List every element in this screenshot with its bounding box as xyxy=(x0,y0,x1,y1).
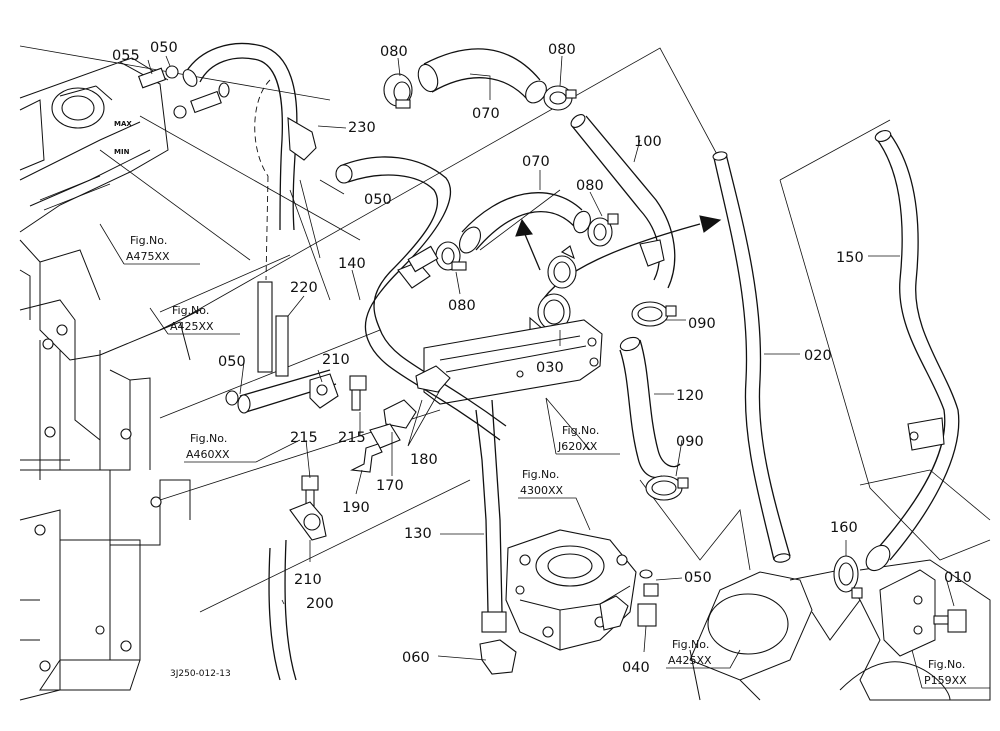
figure-ref-a425-upper: Fig.No. A425XX xyxy=(149,304,240,335)
hose-200 xyxy=(268,501,327,681)
svg-text:A425XX: A425XX xyxy=(170,320,214,333)
pipe-150 xyxy=(865,130,960,572)
svg-text:A425XX: A425XX xyxy=(668,654,712,667)
clip-210-upper xyxy=(309,373,339,409)
hose-070-upper xyxy=(417,48,547,104)
clamp-080-upper xyxy=(383,73,577,111)
hose-120 xyxy=(619,336,681,479)
svg-text:Fig.No.: Fig.No. xyxy=(190,432,227,445)
callout-090: 090 xyxy=(688,316,716,332)
callout-215: 215 xyxy=(338,430,366,446)
thermostat-housing xyxy=(505,529,637,651)
callout-150: 150 xyxy=(836,250,864,266)
callout-080: 080 xyxy=(448,298,476,314)
svg-text:Fig.No.: Fig.No. xyxy=(562,424,599,437)
arrow-indicators xyxy=(515,215,722,305)
clamp-030 xyxy=(529,245,577,343)
callout-leaders xyxy=(147,55,955,661)
callout-080: 080 xyxy=(576,178,604,194)
svg-text:J620XX: J620XX xyxy=(557,440,598,453)
callout-190: 190 xyxy=(342,500,370,516)
drawing-code-group: 3J250-012-13 xyxy=(170,669,231,679)
hose-connector-055 xyxy=(137,65,230,119)
callout-230: 230 xyxy=(348,120,376,136)
clips-170-180 xyxy=(369,365,451,449)
clamp-160 xyxy=(833,555,863,599)
radiator-tank: MAX MIN xyxy=(19,57,169,233)
figure-ref-j620: Fig.No. J620XX xyxy=(545,397,620,455)
callout-130: 130 xyxy=(404,526,432,542)
callout-030: 030 xyxy=(536,360,564,376)
callout-055: 055 xyxy=(112,48,140,64)
callout-180: 180 xyxy=(410,452,438,468)
callout-215: 215 xyxy=(290,430,318,446)
callout-140: 140 xyxy=(338,256,366,272)
svg-text:P159XX: P159XX xyxy=(924,674,967,687)
callout-070: 070 xyxy=(522,154,550,170)
drawing-code: 3J250-012-13 xyxy=(170,669,231,679)
max-mark: MAX xyxy=(114,120,132,128)
callout-200: 200 xyxy=(306,596,334,612)
callout-210: 210 xyxy=(322,352,350,368)
construction-lines xyxy=(19,45,991,613)
callout-010: 010 xyxy=(944,570,972,586)
svg-text:Fig.No.: Fig.No. xyxy=(130,234,167,247)
callout-080: 080 xyxy=(548,42,576,58)
bolt-215 xyxy=(301,375,367,507)
hose-230 xyxy=(182,42,317,231)
svg-text:4300XX: 4300XX xyxy=(520,484,564,497)
pipe-130 xyxy=(475,399,517,675)
callout-060: 060 xyxy=(402,650,430,666)
clamp-080-middle xyxy=(435,213,619,271)
figure-ref-a460: Fig.No. A460XX xyxy=(184,432,301,463)
callout-050: 050 xyxy=(150,40,178,56)
callout-070: 070 xyxy=(472,106,500,122)
svg-text:Fig.No.: Fig.No. xyxy=(522,468,559,481)
callout-050: 050 xyxy=(684,570,712,586)
bolt-010 xyxy=(933,609,967,633)
callout-labels: 055 050 080 080 070 230 100 070 080 050 … xyxy=(112,40,972,676)
figure-references: Fig.No. A475XX Fig.No. A425XX Fig.No. A4… xyxy=(99,223,990,689)
hose-100 xyxy=(570,114,676,289)
callout-090: 090 xyxy=(676,434,704,450)
pipe-140 xyxy=(335,156,507,441)
engine-frame xyxy=(19,239,201,701)
figure-ref-p159: Fig.No. P159XX xyxy=(911,649,990,689)
svg-text:A475XX: A475XX xyxy=(126,250,170,263)
callout-160: 160 xyxy=(830,520,858,536)
svg-text:A460XX: A460XX xyxy=(186,448,230,461)
hose-220 xyxy=(225,175,337,414)
min-mark: MIN xyxy=(114,148,130,156)
callout-080: 080 xyxy=(380,44,408,60)
callout-040: 040 xyxy=(622,660,650,676)
svg-text:Fig.No.: Fig.No. xyxy=(928,658,965,671)
hose-070-middle xyxy=(458,192,591,254)
callout-100: 100 xyxy=(634,134,662,150)
bracket-j620 xyxy=(423,319,603,405)
callout-170: 170 xyxy=(376,478,404,494)
svg-text:Fig.No.: Fig.No. xyxy=(172,304,209,317)
figure-ref-a475: Fig.No. A475XX xyxy=(99,223,200,265)
callout-050: 050 xyxy=(218,354,246,370)
svg-text:Fig.No.: Fig.No. xyxy=(672,638,709,651)
bolt-190 xyxy=(350,443,383,473)
figure-ref-a425-lower: Fig.No. A425XX xyxy=(666,638,741,669)
fittings-040-050 xyxy=(637,569,659,627)
axle-housing xyxy=(689,559,991,701)
callout-210: 210 xyxy=(294,572,322,588)
callout-050: 050 xyxy=(364,192,392,208)
figure-ref-4300: Fig.No. 4300XX xyxy=(518,468,591,531)
callout-020: 020 xyxy=(804,348,832,364)
callout-120: 120 xyxy=(676,388,704,404)
clamp-090 xyxy=(631,301,689,501)
callout-220: 220 xyxy=(290,280,318,296)
pipe-020 xyxy=(712,151,791,563)
